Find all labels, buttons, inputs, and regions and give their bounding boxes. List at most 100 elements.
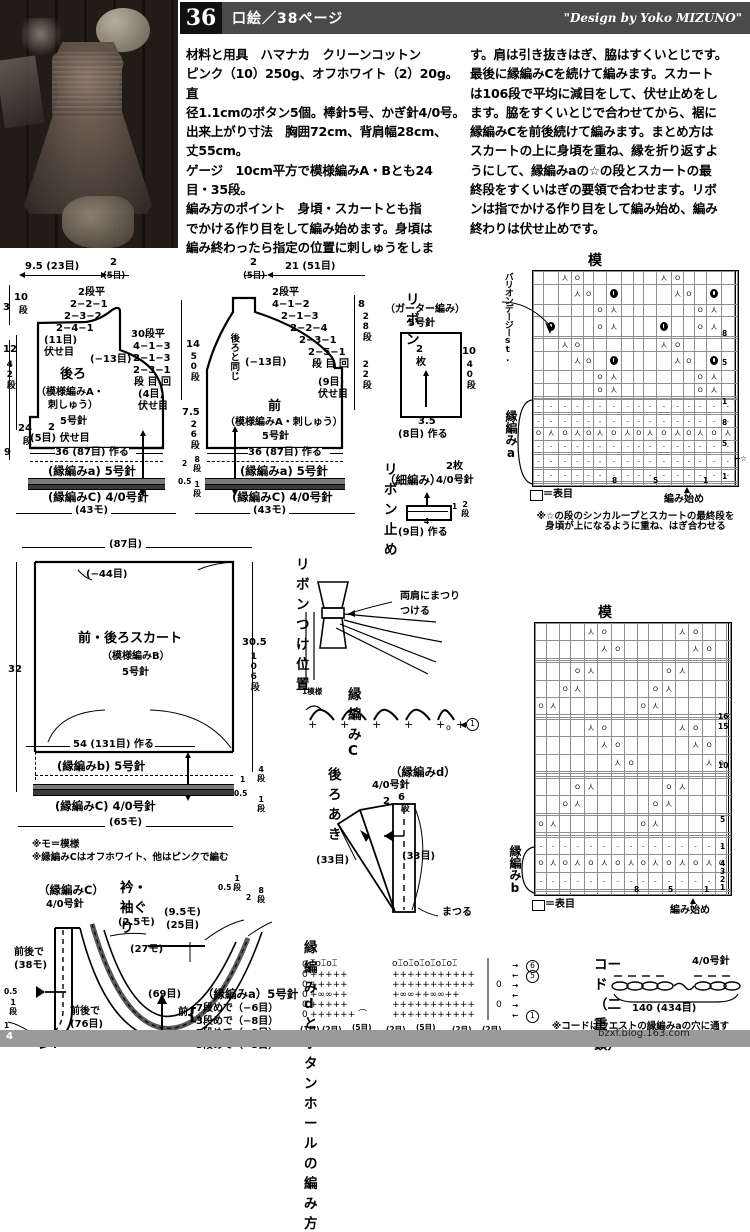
arrow-down-icon [185,795,191,801]
instr-line: ピンク（10）250g、オフホワイト（2）20g。直 [186,66,459,101]
chart-a-legend: ＝表目 [543,489,573,500]
brace-icon: { [186,1005,199,1025]
edge-d-arrow-2: → [512,1001,519,1010]
instr-line: ゲージ 10cm平方で模様編みA・Bとも24 [186,162,433,178]
ribbon-height: 10 [462,346,476,357]
back-edge-c-band2 [28,484,165,490]
svg-text:o: o [446,723,451,732]
collar-dim-2r: 8段 [256,886,266,903]
skirt-right-rows: 106段 [248,652,259,691]
front-right-dim-1r: 22段 [360,360,371,389]
chart-a-start-label: 編み始め [664,494,704,505]
arrow-left-icon [267,272,273,278]
svg-text:0: 0 [302,1010,308,1020]
arrow-up-icon [690,898,696,904]
dim-line [16,335,17,430]
chart-b-collabel-1: 1 [704,885,710,894]
svg-text:0: 0 [302,960,308,970]
skirt-note-1: ※縁編みCはオフホワイト、他はピンクで編む [32,852,229,863]
front-mid-dim-0: 14 [186,339,200,350]
direction-line [234,432,236,478]
back-opening-stitch-right: (33目) [402,851,436,862]
front-piece-needle: 5号針 [262,431,289,442]
cord-note: ※コードはウエストの縁編みaの穴に通す [552,1021,730,1032]
ribbon-needle: 5号針 [408,318,435,329]
back-opening-title: 後ろあき [328,767,342,843]
edge-d-arrow-5: ← [512,971,519,980]
edge-c-symbols: + + + + + o + [305,705,465,732]
skirt-decrease: (−44目) [86,569,128,580]
ribbon-stop-shape [406,505,452,521]
front-mid-dim-1: 7.5 [182,407,200,418]
back-shaping-3: 2−4−1 [56,323,94,334]
edge-d-bl-5: (2目) [452,1025,472,1034]
ribbon-cast-on: (8目) 作る [398,429,448,440]
cord-needle: 4/0号針 [692,956,730,967]
chart-b-rowlabel-1b: 1 [720,883,726,892]
instr-line: 丈55cm。 [186,143,249,159]
instr-line: 径1.1cmのボタン5個。棒針5号、かぎ針4/0号。 [186,104,465,120]
chart-b-rowlabel-1: 1 [720,842,726,851]
direction-line [425,375,427,407]
back-piece-title: 後ろ [60,367,87,382]
ribbon-stop-cast-on: (9目) 作る [398,527,448,538]
arrow-up-icon [423,370,429,376]
ribbon-stop-w: 4 [424,517,430,526]
dim-line [330,453,343,454]
svg-text:+++++++++++: +++++++++++ [392,1010,475,1020]
arrow-left-icon [19,272,25,278]
front-shaping-3: 2−2−4 [290,323,328,334]
collar-edge-c-needle: 4/0号針 [46,899,84,910]
ribbon-pieces-1: 2 [416,344,423,355]
svg-text:+: + [308,718,317,731]
back-armhole-0: 30段平 [131,329,165,340]
svg-text:0: 0 [496,980,502,990]
front-bindoff-9b: 伏せ目 [318,389,348,400]
back-armhole-3: 2−3−1 [133,365,171,376]
direction-line [187,757,189,785]
back-armhole-units: 段 目 回 [134,377,171,388]
edge-d-bl-4: (5目) [416,1023,436,1032]
collar-front-row-0: 7段めで（−6目） [196,1003,279,1014]
skirt-edge-b: (縁編みb) 5号針 [57,759,146,773]
front-mid-dim-2: 2 [182,459,188,468]
arrow-up-icon [232,426,238,432]
svg-text:++++++ ⌒: ++++++ ⌒ [310,1009,367,1020]
skirt-edge-c-band2 [33,789,234,796]
skirt-title: 前・後ろスカート [78,631,183,646]
front-edge-c-band2 [205,484,345,490]
collar-dim-69: (69目) [148,989,182,1000]
page-number: 36 [180,2,222,34]
chart-b-collabel-5: 5 [668,885,674,894]
back-bottom-width: (43モ) [72,505,112,517]
chart-b-rowlabel-2b: 2 [720,875,726,884]
footer-page-number: 4 [6,1031,13,1042]
edge-c-repeat-label: 1模様 [302,687,323,696]
back-bindoff-11: (11目) [44,335,78,346]
collar-front-row-1: 3段めで（−8目） [196,1016,279,1027]
skirt-needle: 5号針 [122,667,149,678]
edge-d-row-5: 5 [526,970,539,983]
back-cast-on: 36 (87目) 作る [55,447,129,459]
chart-a-rowlabel-8a: 8 [722,329,728,338]
back-opening-sketch [336,803,439,917]
chart-a-rowlabel-1a: 1 [722,397,728,406]
back-bindoff-4: (4目) [138,389,165,400]
skirt-subtitle: （模様編みB） [102,651,170,662]
collar-fb76b: (76目) [70,1019,104,1030]
front-bindoff-9: (9目) [318,377,345,388]
svg-text:0: 0 [302,980,308,990]
ribbon-stop-rows: 2段 [460,500,470,517]
instr-line: 終わりは伏せ止めです。 [470,220,606,236]
page-header: 36 口絵／38ページ "Design by Yoko MIZUNO" [180,2,750,34]
front-shaping-2: 2−1−3 [281,311,319,322]
back-opening-subtitle: （縁編みd） [390,765,456,779]
skirt-left-height: 32 [8,664,22,675]
chart-b-rowlabel-3b: 3 [720,867,726,876]
ribbon-pieces-2: 枚 [416,357,426,368]
back-shaping-2: 2−3−2 [64,311,102,322]
collar-dim-05: 0.5 [218,883,232,892]
